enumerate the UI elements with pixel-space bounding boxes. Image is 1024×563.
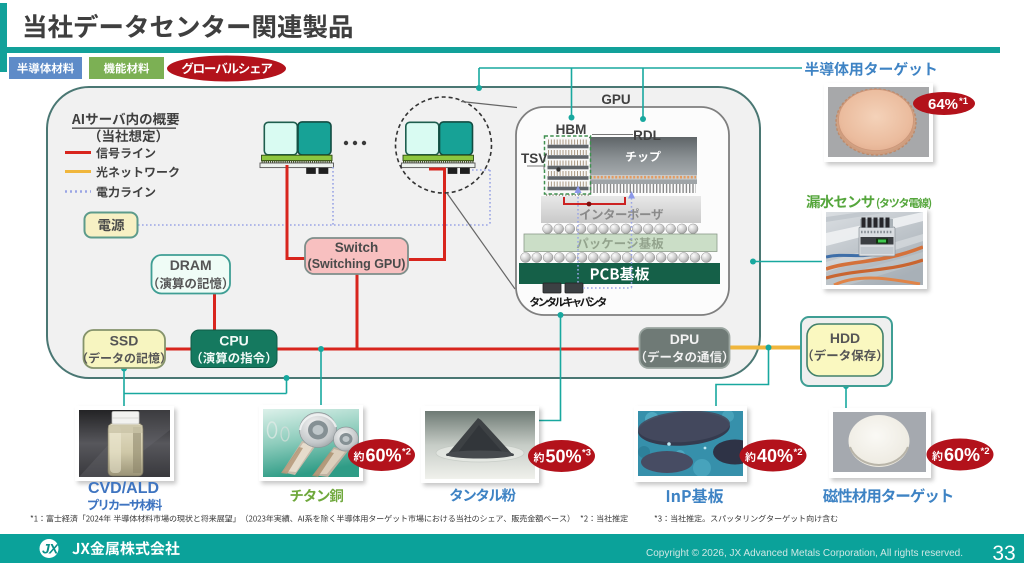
svg-text:HBM: HBM: [556, 122, 587, 137]
svg-text:60%: 60%: [944, 445, 980, 465]
svg-text:*1: *1: [959, 96, 969, 107]
svg-text:64%: 64%: [928, 96, 958, 113]
svg-text:TSV: TSV: [521, 151, 547, 166]
svg-text:J: J: [42, 541, 51, 557]
svg-text:X: X: [48, 541, 60, 557]
svg-text:CPU: CPU: [219, 333, 249, 349]
svg-text:RDL: RDL: [633, 128, 661, 143]
svg-text:Switch: Switch: [335, 240, 379, 255]
svg-text:33: 33: [992, 542, 1015, 563]
svg-text:*2: *2: [981, 446, 990, 457]
svg-text:DRAM: DRAM: [170, 257, 212, 273]
svg-text:*2: *2: [794, 447, 803, 458]
svg-text:DPU: DPU: [670, 331, 700, 347]
svg-text:CVD/ALD: CVD/ALD: [88, 480, 159, 497]
svg-text:Copyright © 2026, JX Advanced: Copyright © 2026, JX Advanced Metals Cor…: [646, 548, 963, 559]
svg-text:50%: 50%: [546, 447, 582, 467]
svg-text:GPU: GPU: [601, 92, 630, 107]
svg-text:(Switching GPU): (Switching GPU): [308, 257, 406, 271]
svg-text:*3: *3: [582, 448, 591, 459]
svg-text:HDD: HDD: [830, 330, 860, 346]
svg-text:60%: 60%: [366, 446, 402, 466]
svg-text:SSD: SSD: [110, 333, 139, 349]
svg-text:*2: *2: [402, 447, 411, 458]
svg-text:40%: 40%: [757, 446, 793, 466]
